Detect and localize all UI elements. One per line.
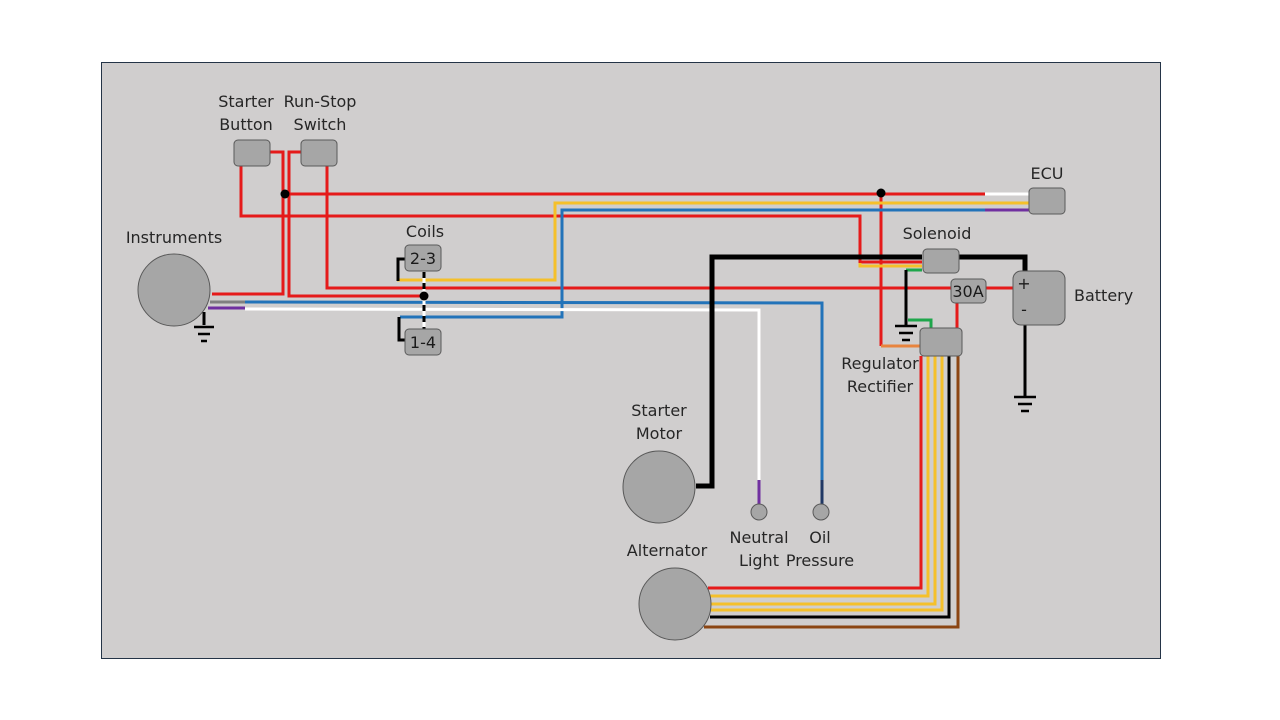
wire-black-alternator: [710, 356, 951, 619]
neutral-light-label-2: Light: [739, 551, 779, 570]
wire-red-starter-to-instruments: [212, 150, 285, 296]
fuse-30a[interactable]: 30A: [950, 278, 987, 304]
junction-dot-coils: [419, 291, 429, 301]
wire-yellow-alternator-2: [711, 356, 937, 606]
coils-label: Coils: [406, 222, 444, 241]
wire-black-coil-23: [396, 257, 405, 281]
wires: [202, 150, 1030, 629]
wire-black-starter-cable: [696, 254, 922, 489]
wire-yellow-alternator-3: [711, 356, 944, 612]
oil-pressure-sensor[interactable]: [812, 503, 830, 521]
wire-white-to-neutral: [244, 307, 761, 480]
battery-label: Battery: [1074, 286, 1133, 305]
wire-red-runstop-to-fuse: [325, 166, 951, 290]
run-stop-switch-label-2: Switch: [294, 115, 347, 134]
ground-icon-solenoid: [895, 324, 917, 342]
coil-2-3-label: 2-3: [410, 249, 436, 268]
oil-pressure-label-1: Oil: [809, 528, 830, 547]
alternator[interactable]: [638, 567, 712, 641]
wire-yellow-coils-to-ecu: [397, 201, 1030, 282]
solenoid[interactable]: [922, 248, 960, 274]
junction-dot-right: [876, 188, 886, 198]
starter-button[interactable]: [233, 139, 271, 167]
junction-dot-left: [280, 189, 290, 199]
coil-1-4[interactable]: 1-4: [404, 328, 442, 356]
starter-motor-label-2: Motor: [636, 424, 683, 443]
coil-2-3[interactable]: 2-3: [404, 244, 442, 272]
ecu[interactable]: [1028, 187, 1066, 215]
wire-yellow-solenoid: [858, 263, 922, 268]
battery[interactable]: + -: [1012, 270, 1066, 326]
wire-red-alternator: [708, 356, 923, 590]
regulator-rectifier[interactable]: [919, 327, 963, 357]
wire-blue-to-oil-pressure: [244, 300, 824, 480]
instruments[interactable]: [137, 253, 211, 327]
run-stop-switch[interactable]: [300, 139, 338, 167]
regulator-rectifier-label-1: Regulator: [841, 354, 919, 373]
starter-motor-label-1: Starter: [631, 401, 687, 420]
starter-motor[interactable]: [622, 450, 696, 524]
coil-1-4-label: 1-4: [410, 333, 436, 352]
ground-icon-battery: [1014, 395, 1036, 413]
regulator-rectifier-label-2: Rectifier: [847, 377, 914, 396]
wire-brown-alternator: [704, 356, 960, 629]
diagram-panel: [101, 62, 1161, 659]
wire-yellow-alternator-1: [710, 356, 930, 598]
wire-red-runstop-to-coils: [287, 150, 424, 298]
solenoid-label: Solenoid: [903, 224, 972, 243]
wire-blue-coils-to-ecu: [400, 208, 985, 319]
starter-button-label-1: Starter: [218, 92, 274, 111]
alternator-label: Alternator: [627, 541, 708, 560]
wire-black-coil-14: [397, 317, 405, 342]
run-stop-switch-label-1: Run-Stop: [284, 92, 357, 111]
ecu-label: ECU: [1031, 164, 1064, 183]
neutral-light-label-1: Neutral: [729, 528, 788, 547]
fuse-30a-label: 30A: [952, 282, 983, 301]
wire-green-regulator-ground: [908, 318, 933, 329]
ground-icon-instruments: [194, 325, 214, 343]
neutral-light-sensor[interactable]: [750, 503, 768, 521]
instruments-label: Instruments: [126, 228, 222, 247]
wire-black-solenoid-to-battery: [958, 254, 1028, 272]
battery-minus-label: -: [1021, 300, 1027, 319]
starter-button-label-2: Button: [219, 115, 273, 134]
battery-plus-label: +: [1017, 274, 1030, 293]
oil-pressure-label-2: Pressure: [786, 551, 854, 570]
